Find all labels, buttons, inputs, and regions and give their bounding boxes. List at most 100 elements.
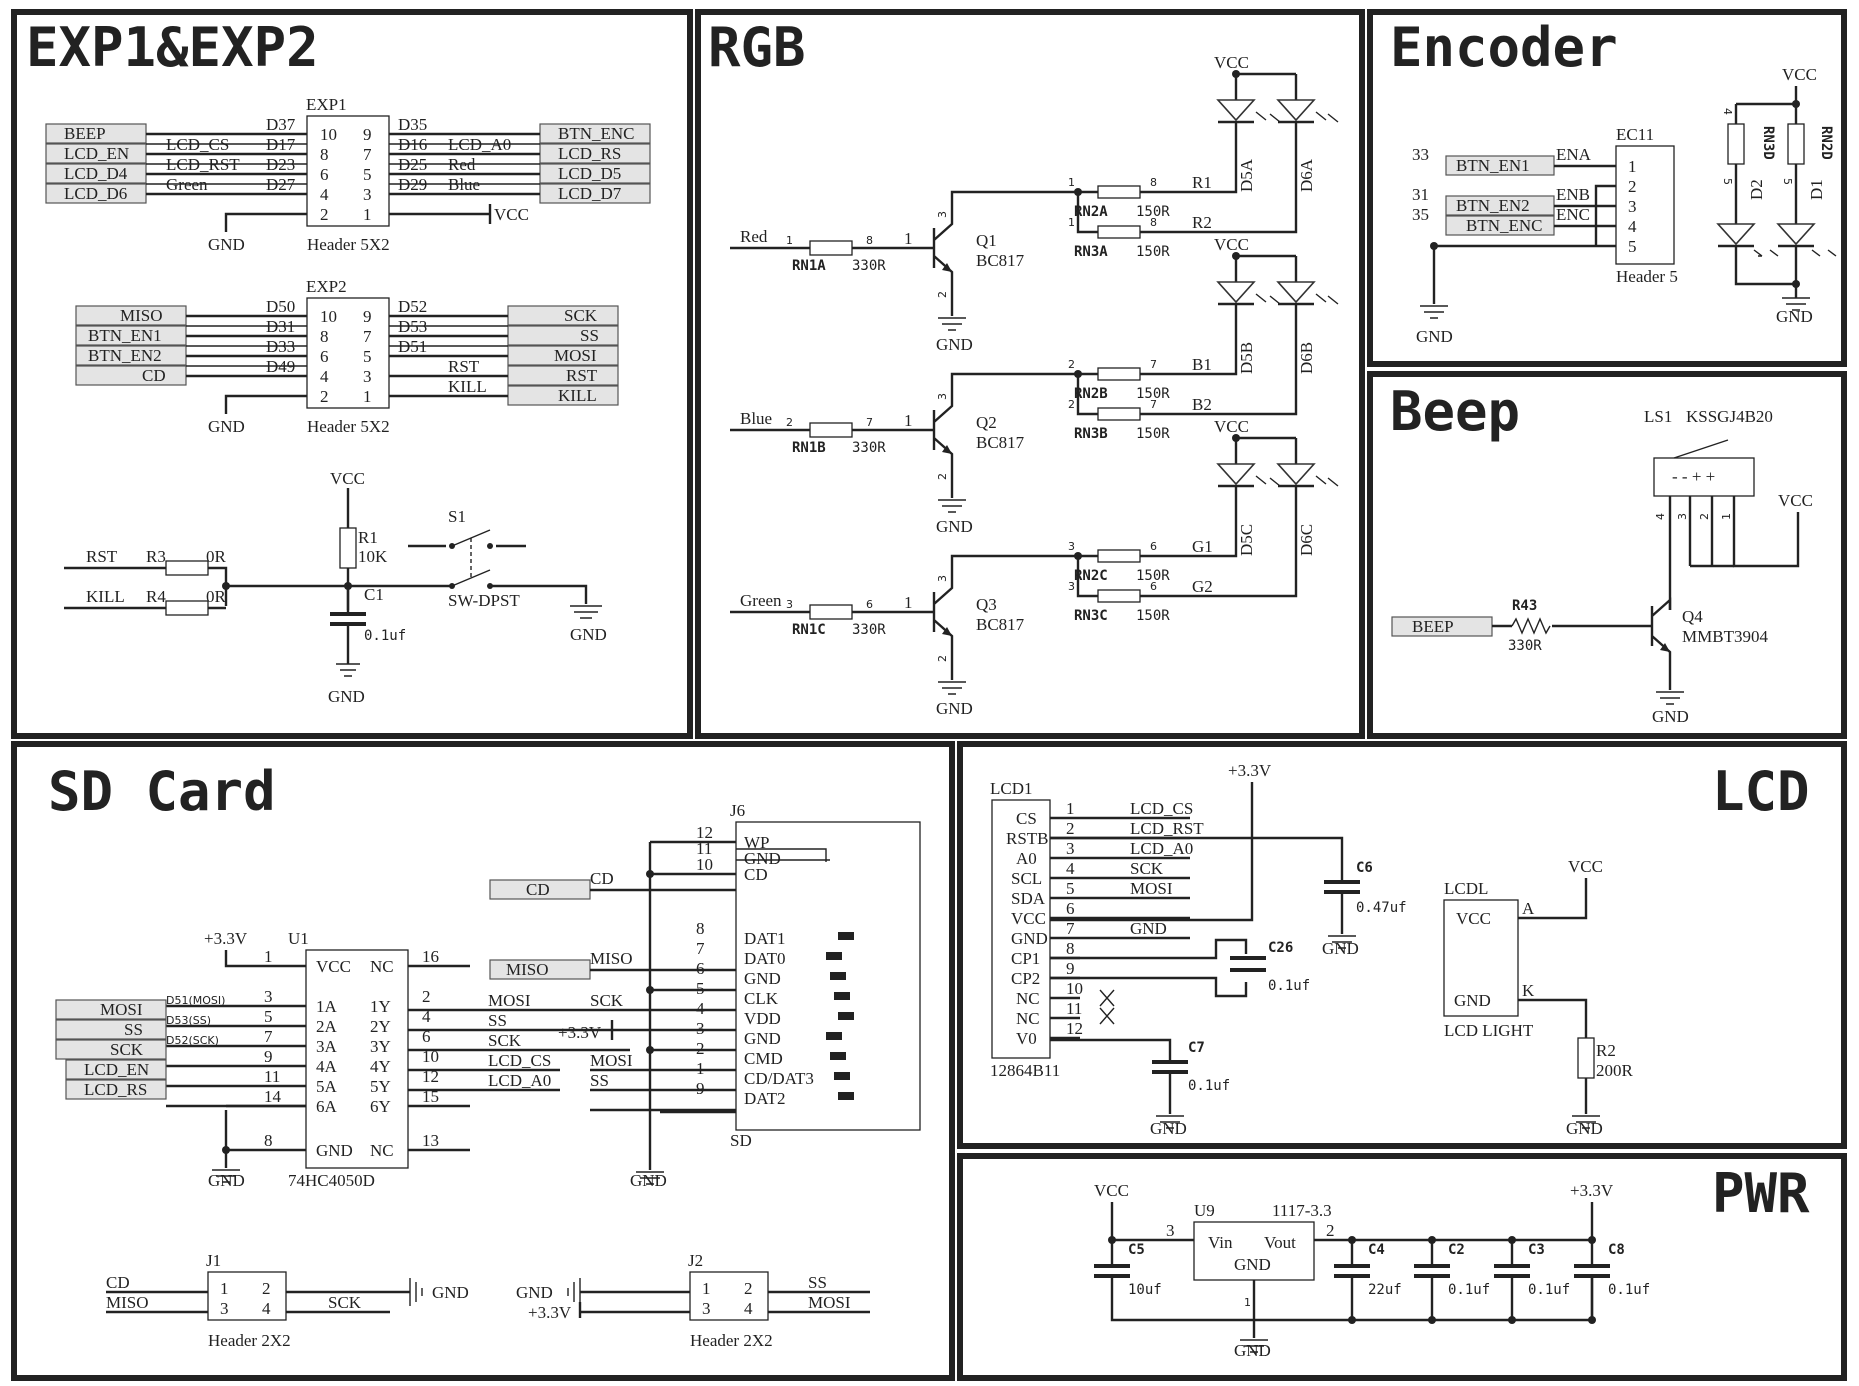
svg-text:1: 1 (1068, 176, 1075, 189)
svg-text:GND: GND (328, 687, 365, 706)
svg-text:RN1B: RN1B (792, 440, 826, 456)
svg-text:D23: D23 (266, 155, 295, 174)
svg-text:RN2A: RN2A (1074, 204, 1108, 220)
svg-text:10uf: 10uf (1128, 1282, 1162, 1298)
svg-text:VCC: VCC (1011, 909, 1046, 928)
svg-text:NC: NC (370, 1141, 394, 1160)
svg-text:3: 3 (702, 1299, 711, 1318)
exp2-port-miso: MISO (120, 306, 163, 325)
svg-text:2: 2 (936, 473, 949, 480)
svg-text:6: 6 (320, 165, 329, 184)
pwr-cap-c2: C20.1uf (1414, 1236, 1490, 1324)
panel-title-encoder: Encoder (1390, 16, 1618, 79)
svg-text:0.1uf: 0.1uf (1268, 978, 1310, 994)
exp2-port-cd: CD (142, 366, 166, 385)
svg-text:5: 5 (363, 165, 372, 184)
svg-text:GND: GND (1652, 707, 1689, 726)
svg-text:Header 5X2: Header 5X2 (307, 417, 390, 436)
svg-text:1: 1 (702, 1279, 711, 1298)
svg-text:RN3D: RN3D (1760, 126, 1776, 160)
svg-text:LCD_A0: LCD_A0 (448, 135, 511, 154)
svg-text:B1: B1 (1192, 355, 1212, 374)
svg-text:BC817: BC817 (976, 251, 1025, 270)
svg-text:D50: D50 (266, 297, 295, 316)
svg-text:J2: J2 (688, 1251, 703, 1270)
svg-text:VCC: VCC (316, 957, 351, 976)
svg-text:10: 10 (320, 307, 337, 326)
pwr-cap-c3: C30.1uf (1494, 1236, 1570, 1324)
svg-text:LCD_A0: LCD_A0 (488, 1071, 551, 1090)
svg-text:5: 5 (1628, 237, 1637, 256)
svg-text:- - + +: - - + + (1672, 467, 1715, 486)
lcd-backlight: LCDL VCC GND LCD LIGHT VCC A K R2 200R G… (1443, 857, 1634, 1138)
exp1-port-lcd-d4: LCD_D4 (64, 164, 128, 183)
svg-text:2: 2 (320, 205, 329, 224)
svg-text:GND: GND (1416, 327, 1453, 346)
svg-text:4: 4 (320, 367, 329, 386)
exp1-port-lcd-rs: LCD_RS (558, 144, 621, 163)
svg-text:MOSI: MOSI (808, 1293, 851, 1312)
svg-text:2: 2 (1698, 513, 1711, 520)
svg-text:9: 9 (363, 307, 372, 326)
svg-text:6Y: 6Y (370, 1097, 391, 1116)
svg-text:RN2C: RN2C (1074, 568, 1108, 584)
svg-text:4: 4 (422, 1007, 431, 1026)
svg-text:22uf: 22uf (1368, 1282, 1402, 1298)
svg-text:GND: GND (936, 699, 973, 718)
svg-text:330R: 330R (852, 440, 886, 456)
svg-text:LS1: LS1 (1644, 407, 1672, 426)
svg-text:R3: R3 (146, 547, 166, 566)
svg-text:VCC: VCC (1214, 235, 1249, 254)
svg-text:1: 1 (1628, 157, 1637, 176)
svg-text:74HC4050D: 74HC4050D (288, 1171, 375, 1190)
svg-text:2: 2 (744, 1279, 753, 1298)
svg-text:D6B: D6B (1297, 342, 1316, 374)
svg-text:SW-DPST: SW-DPST (448, 591, 520, 610)
svg-text:GND: GND (1566, 1119, 1603, 1138)
rgb-input-blue: Blue (740, 409, 772, 428)
svg-text:R2: R2 (1596, 1041, 1616, 1060)
svg-text:1: 1 (1066, 799, 1075, 818)
svg-text:VCC: VCC (1214, 53, 1249, 72)
exp2-port-sck: SCK (564, 306, 598, 325)
svg-text:ENB: ENB (1556, 185, 1590, 204)
exp1-port-lcd-d6: LCD_D6 (64, 184, 127, 203)
svg-text:ENC: ENC (1556, 205, 1590, 224)
svg-text:7: 7 (363, 327, 372, 346)
exp2-port-kill: KILL (558, 386, 597, 405)
svg-text:1Y: 1Y (370, 997, 391, 1016)
exp1-body (306, 115, 390, 227)
svg-text:DAT2: DAT2 (744, 1089, 786, 1108)
sd-port-ss: SS (124, 1020, 143, 1039)
exp1-footprint: Header 5X2 (307, 235, 390, 254)
svg-text:8: 8 (320, 145, 329, 164)
panel-title-sd: SD Card (48, 760, 276, 823)
svg-text:1A: 1A (316, 997, 338, 1016)
svg-text:VCC: VCC (1094, 1181, 1129, 1200)
svg-text:0.1uf: 0.1uf (1188, 1078, 1230, 1094)
svg-text:2: 2 (1326, 1221, 1335, 1240)
svg-text:CS: CS (1016, 809, 1037, 828)
svg-text:6: 6 (1066, 899, 1075, 918)
rgb-vcc-rails: VCC VCC VCC (1214, 53, 1249, 436)
svg-text:GND: GND (208, 1171, 245, 1190)
svg-text:VCC: VCC (1778, 491, 1813, 510)
svg-text:GND: GND (936, 517, 973, 536)
svg-text:VCC: VCC (1568, 857, 1603, 876)
svg-text:RN3C: RN3C (1074, 608, 1108, 624)
svg-text:RN3A: RN3A (1074, 244, 1108, 260)
svg-text:1: 1 (264, 947, 273, 966)
svg-text:K: K (1522, 981, 1535, 1000)
encoder-port-btn-enc: BTN_ENC (1466, 216, 1543, 235)
panel-title-lcd: LCD (1712, 760, 1810, 823)
svg-text:RST: RST (448, 357, 480, 376)
svg-text:G2: G2 (1192, 577, 1213, 596)
sd-port-lcd-rs: LCD_RS (84, 1080, 147, 1099)
svg-text:R1: R1 (358, 528, 378, 547)
svg-text:4A: 4A (316, 1057, 338, 1076)
svg-text:3: 3 (936, 575, 949, 582)
svg-text:LCD_RST: LCD_RST (1130, 819, 1204, 838)
svg-text:2A: 2A (316, 1017, 338, 1036)
